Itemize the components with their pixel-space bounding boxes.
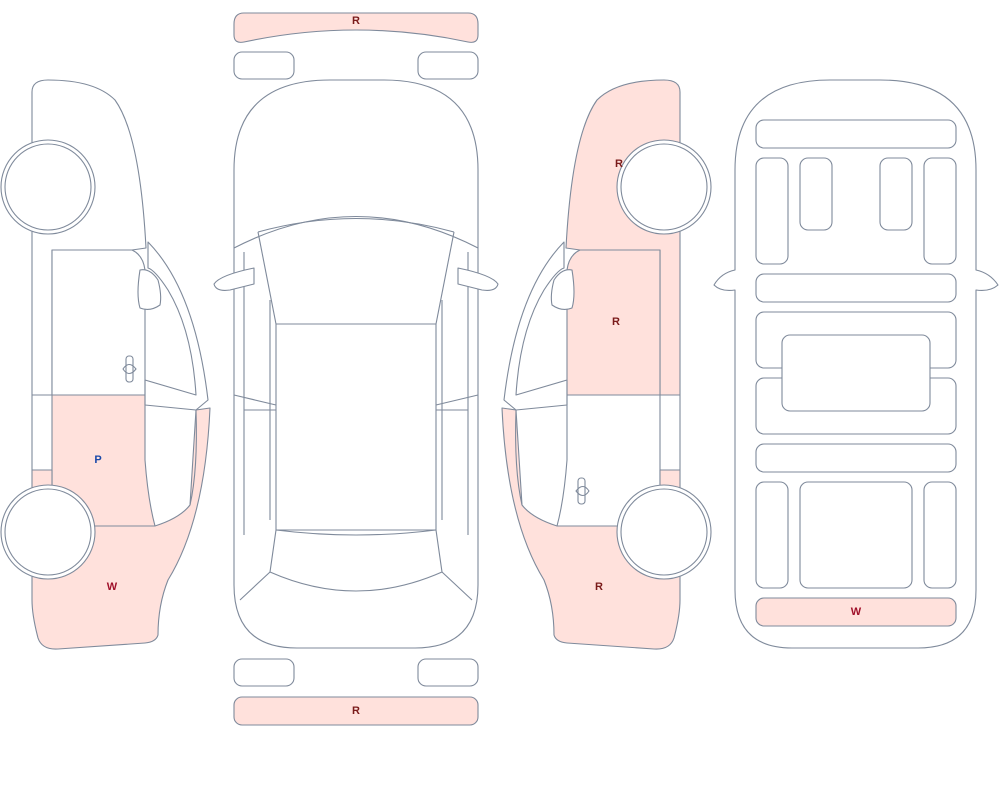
rear-bumper-mark: R (352, 705, 360, 717)
rear-bumper-panel[interactable] (233, 696, 479, 726)
front-bumper-panel[interactable] (233, 12, 479, 43)
left-rear-trim[interactable] (755, 481, 789, 589)
right-front-door-mark: R (612, 316, 620, 328)
left-b-pillar (233, 394, 277, 411)
right-door-handle-ring (575, 485, 590, 497)
left-door-handle[interactable] (125, 355, 134, 383)
rear-window (269, 529, 443, 592)
left-taillight[interactable] (233, 658, 295, 687)
left-a-pillar (257, 231, 277, 325)
right-front-fender-mark: R (615, 158, 623, 170)
top-view: R R (213, 12, 499, 726)
right-door-handle[interactable] (577, 477, 586, 505)
trunk-floor-mark: W (851, 606, 862, 618)
interior-view: W (713, 79, 999, 649)
left-door-handle-ring (122, 363, 137, 375)
right-a-pillar (435, 231, 455, 325)
left-rear-quarter-mark: W (107, 581, 118, 593)
left-rear-wheel[interactable] (4, 488, 92, 576)
left-rear-quarter-panel[interactable] (31, 407, 211, 650)
right-rear-window (503, 241, 568, 411)
passenger-seat[interactable] (879, 157, 913, 231)
front-floor-panel[interactable] (755, 273, 957, 303)
right-rear-quarter-mark: R (595, 581, 603, 593)
trunk-area[interactable] (799, 481, 913, 589)
right-taillight[interactable] (417, 658, 479, 687)
right-front-door[interactable] (566, 249, 661, 396)
right-rear-quarter-panel[interactable] (501, 407, 681, 650)
driver-seat[interactable] (799, 157, 833, 231)
car-body-top[interactable] (233, 79, 479, 649)
right-c-pillar-inner (515, 409, 523, 506)
right-side-view: R R R (501, 79, 712, 650)
left-side-view: P W (0, 79, 211, 650)
left-front-door[interactable] (51, 249, 146, 396)
left-c-pillar-inner (189, 409, 197, 506)
roof-panel[interactable] (275, 323, 437, 531)
right-rear-wheel[interactable] (620, 488, 708, 576)
roof-front-edge (257, 218, 455, 233)
trunk-lines (239, 571, 473, 601)
right-rear-trim[interactable] (923, 481, 957, 589)
rear-floor-panel[interactable] (755, 443, 957, 473)
right-mirror[interactable] (457, 267, 499, 291)
left-front-door-trim[interactable] (755, 157, 789, 265)
left-rear-door-mark: P (94, 454, 101, 466)
right-headlight[interactable] (417, 51, 479, 80)
left-front-wheel[interactable] (4, 143, 92, 231)
windshield-line (233, 216, 479, 249)
right-front-wheel[interactable] (620, 143, 708, 231)
left-mirror[interactable] (213, 267, 255, 291)
trunk-floor-panel[interactable] (755, 597, 957, 627)
left-headlight[interactable] (233, 51, 295, 80)
right-side-mirror[interactable] (550, 269, 575, 311)
center-console[interactable] (781, 334, 931, 412)
left-side-mirror[interactable] (137, 269, 162, 311)
right-front-door-trim[interactable] (923, 157, 957, 265)
front-bumper-mark: R (352, 15, 360, 27)
right-b-pillar (435, 394, 479, 411)
dashboard-panel[interactable] (755, 119, 957, 149)
left-rear-window (144, 241, 209, 411)
